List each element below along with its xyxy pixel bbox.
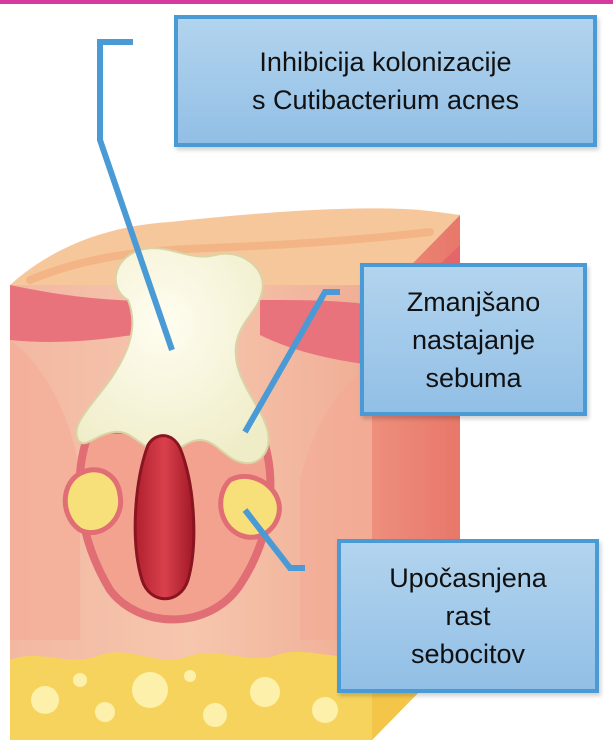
callout-2-line-2: nastajanje <box>412 321 535 359</box>
callout-reduced-sebum: Zmanjšano nastajanje sebuma <box>360 263 587 416</box>
fat-layer <box>10 652 372 740</box>
callout-2-line-3: sebuma <box>425 359 521 397</box>
hair-shaft <box>135 436 194 599</box>
callout-1-line-1: Inhibicija kolonizacije <box>259 43 511 81</box>
callout-3-line-2: rast <box>445 597 490 635</box>
sebaceous-gland-left <box>65 470 120 533</box>
callout-colonization-inhibition: Inhibicija kolonizacije s Cutibacterium … <box>174 15 597 147</box>
sebaceous-gland-right <box>221 476 280 537</box>
callout-3-line-1: Upočasnjena <box>389 559 547 597</box>
callout-1-line-2: s Cutibacterium acnes <box>252 81 519 119</box>
callout-3-line-3: sebocitov <box>411 635 525 673</box>
callout-2-line-1: Zmanjšano <box>407 283 541 321</box>
callout-slowed-sebocyte-growth: Upočasnjena rast sebocitov <box>337 539 599 693</box>
